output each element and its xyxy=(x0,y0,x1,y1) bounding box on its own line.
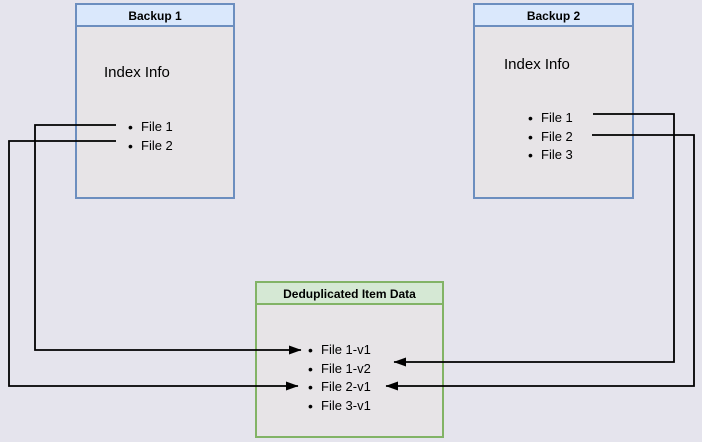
list-item: File 2 xyxy=(528,128,573,147)
list-item: File 1 xyxy=(128,118,173,137)
dedup-file-list: File 1-v1 File 1-v2 File 2-v1 File 3-v1 xyxy=(308,341,371,416)
backup1-index-info-label: Index Info xyxy=(104,64,170,81)
backup1-box: Backup 1 Index Info File 1 File 2 xyxy=(75,3,235,199)
backup2-file-list: File 1 File 2 File 3 xyxy=(528,109,573,165)
list-item: File 1 xyxy=(528,109,573,128)
list-item: File 3-v1 xyxy=(308,397,371,416)
backup2-title: Backup 2 xyxy=(475,5,632,27)
list-item: File 1-v2 xyxy=(308,360,371,379)
backup1-file-list: File 1 File 2 xyxy=(128,118,173,156)
dedup-box: Deduplicated Item Data File 1-v1 File 1-… xyxy=(255,281,444,438)
backup2-index-info-label: Index Info xyxy=(504,56,570,73)
list-item: File 3 xyxy=(528,146,573,165)
backup2-box: Backup 2 Index Info File 1 File 2 File 3 xyxy=(473,3,634,199)
dedup-title: Deduplicated Item Data xyxy=(257,283,442,305)
backup1-title: Backup 1 xyxy=(77,5,233,27)
list-item: File 2 xyxy=(128,137,173,156)
list-item: File 1-v1 xyxy=(308,341,371,360)
list-item: File 2-v1 xyxy=(308,378,371,397)
